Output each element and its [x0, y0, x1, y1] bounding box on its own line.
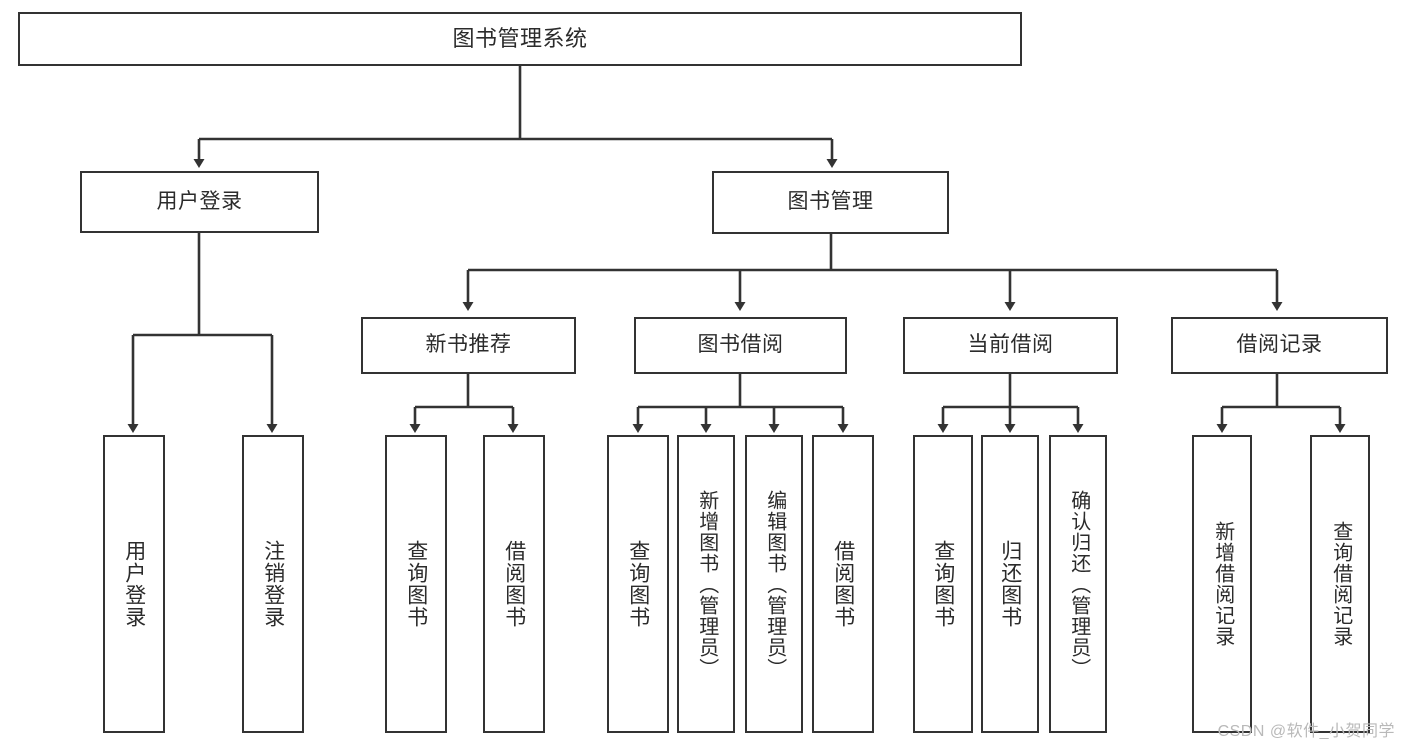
leaf-query-book-current[interactable]: 查询图书: [913, 435, 973, 733]
leaf-confirm-return-admin[interactable]: 确认归还（管理员）: [1049, 435, 1107, 733]
node-book-borrow[interactable]: 图书借阅: [634, 317, 847, 374]
node-label: 查询图书: [931, 540, 955, 628]
node-label: 新增图书（管理员）: [695, 489, 718, 679]
leaf-add-book-admin[interactable]: 新增图书（管理员）: [677, 435, 735, 733]
node-label: 注销登录: [261, 540, 285, 628]
node-label: 查询图书: [626, 540, 650, 628]
node-label: 借阅记录: [1236, 333, 1323, 357]
leaf-add-borrow-record[interactable]: 新增借阅记录: [1192, 435, 1252, 733]
node-current-borrow[interactable]: 当前借阅: [903, 317, 1118, 374]
node-label: 借阅图书: [502, 540, 526, 628]
node-label: 用户登录: [156, 189, 243, 213]
node-label: 当前借阅: [967, 333, 1054, 357]
node-label: 用户登录: [122, 540, 146, 628]
leaf-query-borrow-record[interactable]: 查询借阅记录: [1310, 435, 1370, 733]
node-label: 查询图书: [404, 540, 428, 628]
node-borrow-record[interactable]: 借阅记录: [1171, 317, 1388, 374]
node-label: 归还图书: [998, 540, 1022, 628]
leaf-query-book-recommend[interactable]: 查询图书: [385, 435, 447, 733]
leaf-return-book[interactable]: 归还图书: [981, 435, 1039, 733]
node-label: 图书管理: [787, 190, 874, 214]
leaf-borrow-book-recommend[interactable]: 借阅图书: [483, 435, 545, 733]
leaf-user-login[interactable]: 用户登录: [103, 435, 165, 733]
node-label: 确认归还（管理员）: [1067, 489, 1090, 679]
node-root-system[interactable]: 图书管理系统: [18, 12, 1022, 66]
node-book-management[interactable]: 图书管理: [712, 171, 949, 234]
node-label: 图书管理系统: [452, 26, 588, 52]
node-label: 编辑图书（管理员）: [763, 489, 786, 679]
watermark-text: CSDN @软件_小贺同学: [1217, 723, 1395, 740]
node-new-book-recommend[interactable]: 新书推荐: [361, 317, 576, 374]
node-user-login[interactable]: 用户登录: [80, 171, 319, 233]
leaf-logout-login[interactable]: 注销登录: [242, 435, 304, 733]
leaf-edit-book-admin[interactable]: 编辑图书（管理员）: [745, 435, 803, 733]
leaf-borrow-book[interactable]: 借阅图书: [812, 435, 874, 733]
node-label: 图书借阅: [697, 333, 784, 357]
leaf-query-book-borrow[interactable]: 查询图书: [607, 435, 669, 733]
node-label: 新书推荐: [425, 333, 512, 357]
node-label: 新增借阅记录: [1211, 521, 1234, 647]
node-label: 借阅图书: [831, 540, 855, 628]
node-label: 查询借阅记录: [1329, 521, 1352, 647]
